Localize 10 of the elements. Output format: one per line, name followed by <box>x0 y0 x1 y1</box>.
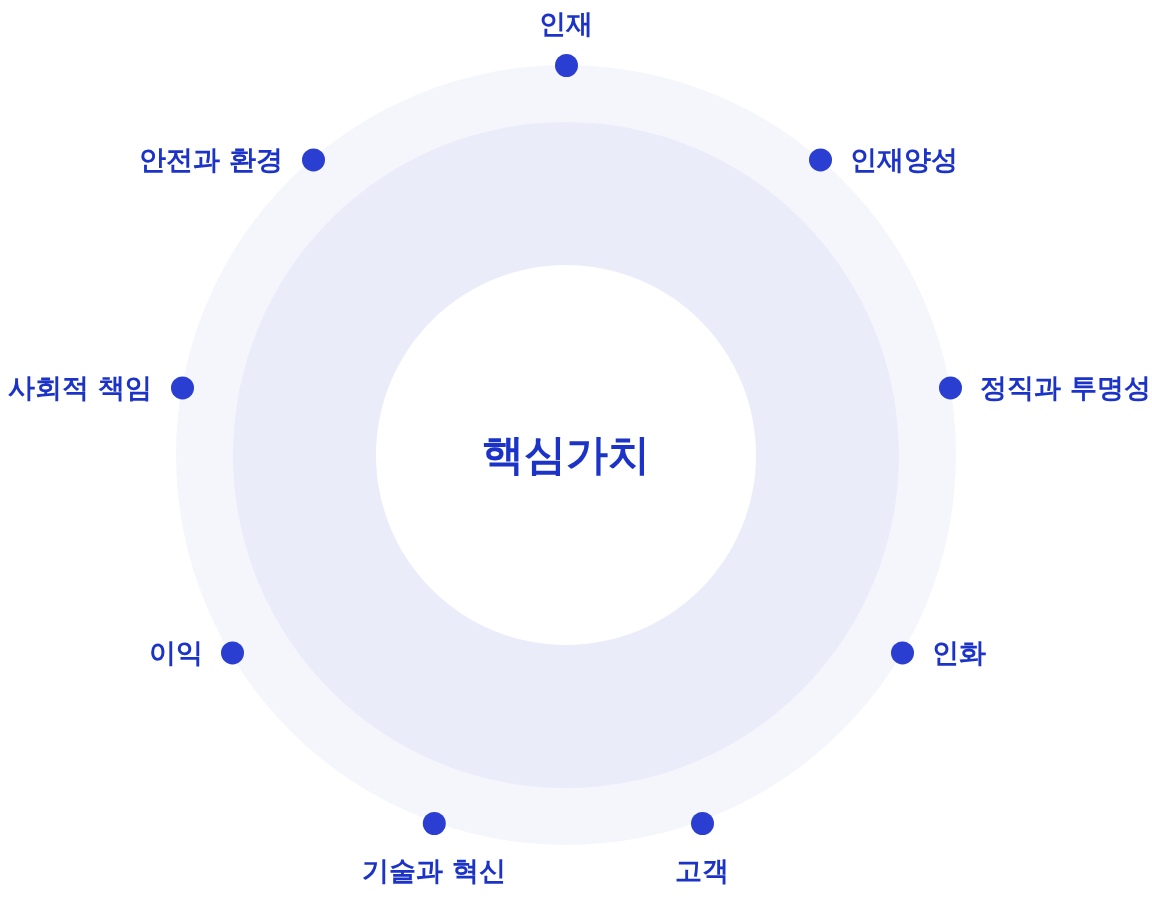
value-label: 안전과 환경 <box>139 144 284 176</box>
value-label: 사회적 책임 <box>8 372 153 404</box>
title-text: 핵심가치 <box>482 429 650 481</box>
value-label: 인재양성 <box>849 144 958 176</box>
value-label: 인화 <box>931 637 986 669</box>
value-label: 고객 <box>675 854 729 886</box>
value-label: 인재 <box>539 8 593 40</box>
value-label: 정직과 투명성 <box>979 372 1151 404</box>
value-label: 기술과 혁신 <box>361 854 507 886</box>
value-label: 이익 <box>148 637 203 669</box>
